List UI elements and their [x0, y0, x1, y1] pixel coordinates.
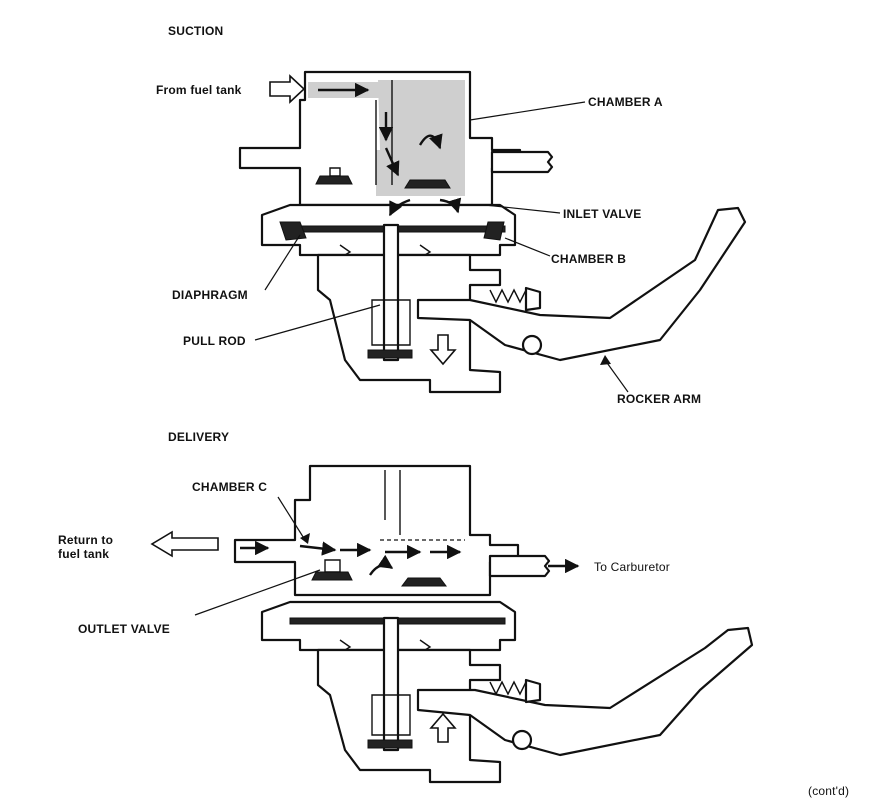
- diaphragm-label: DIAPHRAGM: [172, 288, 248, 302]
- from-fuel-tank-label: From fuel tank: [156, 83, 242, 97]
- to-carburetor-label: To Carburetor: [594, 560, 670, 574]
- chamber-a-label: CHAMBER A: [588, 95, 663, 109]
- fuel-tank-label: fuel tank: [58, 547, 110, 561]
- suction-pump: [238, 70, 747, 394]
- delivery-heading: DELIVERY: [168, 430, 230, 444]
- chamber-b-label: CHAMBER B: [551, 252, 627, 266]
- inlet-valve-label: INLET VALVE: [563, 207, 642, 221]
- pull-rod-label: PULL ROD: [183, 334, 246, 348]
- return-to-label: Return to: [58, 533, 114, 547]
- suction-heading: SUCTION: [168, 24, 224, 38]
- chamber-c-label: CHAMBER C: [192, 480, 268, 494]
- contd-label: (cont'd): [808, 784, 850, 798]
- rocker-arm-label: ROCKER ARM: [617, 392, 702, 406]
- outlet-valve-label: OUTLET VALVE: [78, 622, 170, 636]
- delivery-pump: [150, 464, 754, 784]
